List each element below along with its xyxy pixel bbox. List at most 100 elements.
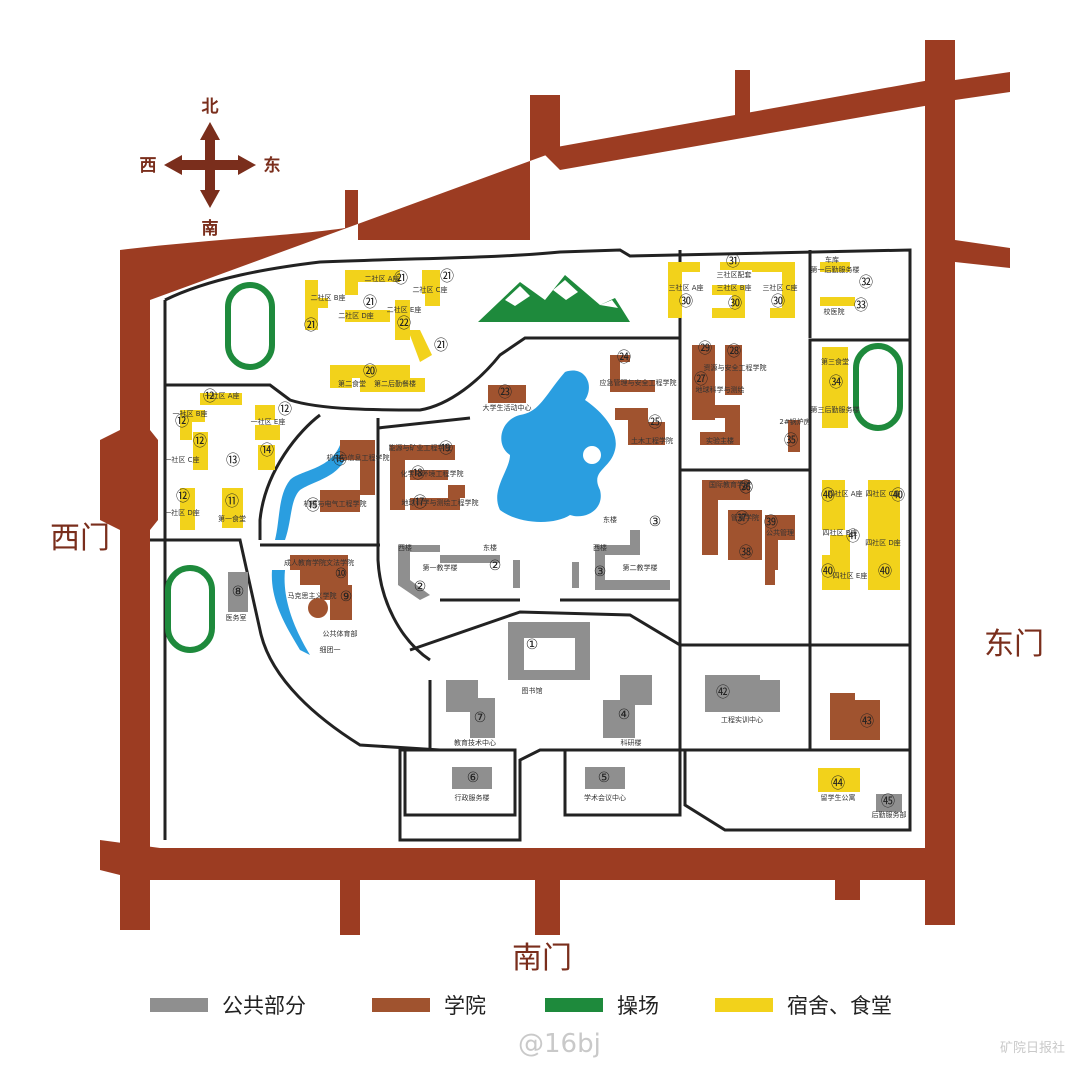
west-building-8	[228, 572, 248, 612]
weibo-watermark: @16bj	[518, 1029, 601, 1059]
label-community4e: 四社区 E座	[833, 571, 868, 580]
label-library: 图书馆	[522, 686, 543, 695]
label-garden: 细团一	[320, 645, 341, 654]
activity-center-building	[488, 385, 526, 403]
legend-swatch-0	[150, 998, 208, 1012]
label-community1c: 一社区 C座	[164, 455, 199, 464]
building-number-30: ㉚	[771, 294, 785, 310]
label-intl-school: 国际教育学院	[709, 480, 751, 489]
admin-building	[452, 767, 492, 789]
dorm-33	[820, 297, 855, 306]
label-canteen3b: 第三后勤服务楼	[811, 405, 860, 414]
sports-field-northwest	[225, 282, 275, 370]
label-mech: 机电与信息工程学院	[327, 453, 390, 462]
mountain-icon	[478, 275, 630, 322]
label-edu-tech: 教育技术中心	[454, 738, 496, 747]
building-number-27: ㉗	[694, 372, 708, 388]
label-community1e: 一社区 E座	[251, 417, 286, 426]
sports-field-west	[165, 565, 215, 653]
building-number-33: ㉝	[854, 298, 868, 314]
conference-building	[585, 767, 625, 789]
building-number-37: ㊲	[735, 511, 749, 527]
east-gate-label: 东门	[984, 627, 1044, 662]
label-community3-center: 三社区配套	[717, 270, 752, 279]
compass-west: 西	[140, 156, 157, 176]
label-intl-apartment: 留学生公寓	[821, 793, 856, 802]
college-19-building	[390, 445, 455, 510]
building-number-9: ⑨	[340, 589, 353, 605]
label-logistics-center: 第一后勤服务楼	[811, 265, 860, 274]
building-number-28: ㉘	[727, 344, 741, 360]
building-number-2: ②	[414, 579, 427, 595]
building-45	[876, 794, 902, 812]
building-number-12: ⑫	[176, 489, 190, 505]
label-west-wing-2: 西楼	[593, 543, 607, 552]
label-east-wing-2: 东楼	[603, 515, 617, 524]
building-number-30: ㉚	[728, 296, 742, 312]
label-community4a: 四社区 A座	[827, 489, 862, 498]
building-number-24: ㉔	[617, 350, 631, 366]
building-number-35: ㉟	[784, 433, 798, 449]
label-chem: 化学与环境工程学院	[401, 469, 464, 478]
north-road-west	[120, 95, 560, 300]
dorm-40-a	[822, 480, 845, 530]
building-number-7: ⑦	[474, 710, 487, 726]
building-number-41: ㊶	[846, 529, 860, 545]
building-number-40: ㊵	[821, 488, 835, 504]
label-admin: 行政服务楼	[455, 793, 490, 802]
label-adult: 成人教育学院	[284, 558, 326, 567]
building-number-21: ㉑	[394, 271, 408, 287]
legend-label-2: 操场	[617, 994, 659, 1018]
teaching2-building	[595, 530, 670, 590]
label-energy: 能源与矿业工程学院	[389, 443, 452, 452]
river-west	[275, 445, 348, 540]
lake	[497, 370, 616, 522]
label-community4c: 四社区 C座	[865, 489, 900, 498]
label-civil: 土木工程学院	[631, 436, 673, 445]
dorm-30-a	[668, 262, 700, 318]
corner-watermark: 矿院日报社	[1000, 1040, 1065, 1056]
building-number-32: ㉜	[859, 275, 873, 291]
building-number-3: ③	[649, 514, 662, 530]
label-community1b: 一社区 B座	[172, 409, 207, 418]
college-27-building	[692, 345, 715, 420]
label-school-hospital: 校医院	[824, 307, 845, 316]
dorm-40-b	[868, 480, 900, 530]
building-number-40: ㊵	[891, 488, 905, 504]
river-southwest	[271, 570, 310, 655]
label-geo: 地球科学与测绘	[696, 385, 745, 394]
label-resource: 资源与安全工程学院	[704, 363, 767, 372]
building-number-45: ㊺	[881, 794, 895, 810]
label-community2e: 二社区 E座	[387, 305, 422, 314]
label-storage: 车库	[825, 255, 839, 264]
label-mech2: 机械与电气工程学院	[304, 499, 367, 508]
label-arts: 文法学院	[326, 558, 354, 567]
label-logistics: 后勤服务部	[872, 810, 907, 819]
building-number-43: ㊸	[860, 714, 874, 730]
building-number-12: ⑫	[193, 434, 207, 450]
canteen-34	[822, 347, 848, 428]
label-community2a: 二社区 A座	[364, 274, 399, 283]
building-number-21: ㉑	[363, 295, 377, 311]
dorm-40-d	[868, 530, 900, 590]
label-second-hand: 2#锅炉房	[779, 417, 810, 426]
college-37-building	[728, 510, 762, 560]
compass-north: 北	[202, 97, 219, 117]
dorm-12-d	[193, 432, 208, 470]
building-number-36: ㊱	[739, 480, 753, 496]
dorm-40-c	[822, 555, 850, 590]
building-number-42: ㊷	[716, 685, 730, 701]
dorm-30-c	[752, 262, 795, 318]
compass-east: 东	[264, 155, 281, 176]
building-number-31: ㉛	[726, 254, 740, 270]
college-24-building	[610, 355, 655, 392]
label-community2b: 二社区 B座	[310, 293, 345, 302]
building-number-38: ㊳	[739, 545, 753, 561]
compass-south: 南	[202, 218, 219, 239]
legend-label-1: 学院	[444, 994, 486, 1018]
south-gate-label: 南门	[512, 941, 572, 976]
label-research: 科研楼	[621, 738, 642, 747]
legend-label-0: 公共部分	[222, 994, 306, 1018]
building-number-29: ㉙	[698, 341, 712, 357]
